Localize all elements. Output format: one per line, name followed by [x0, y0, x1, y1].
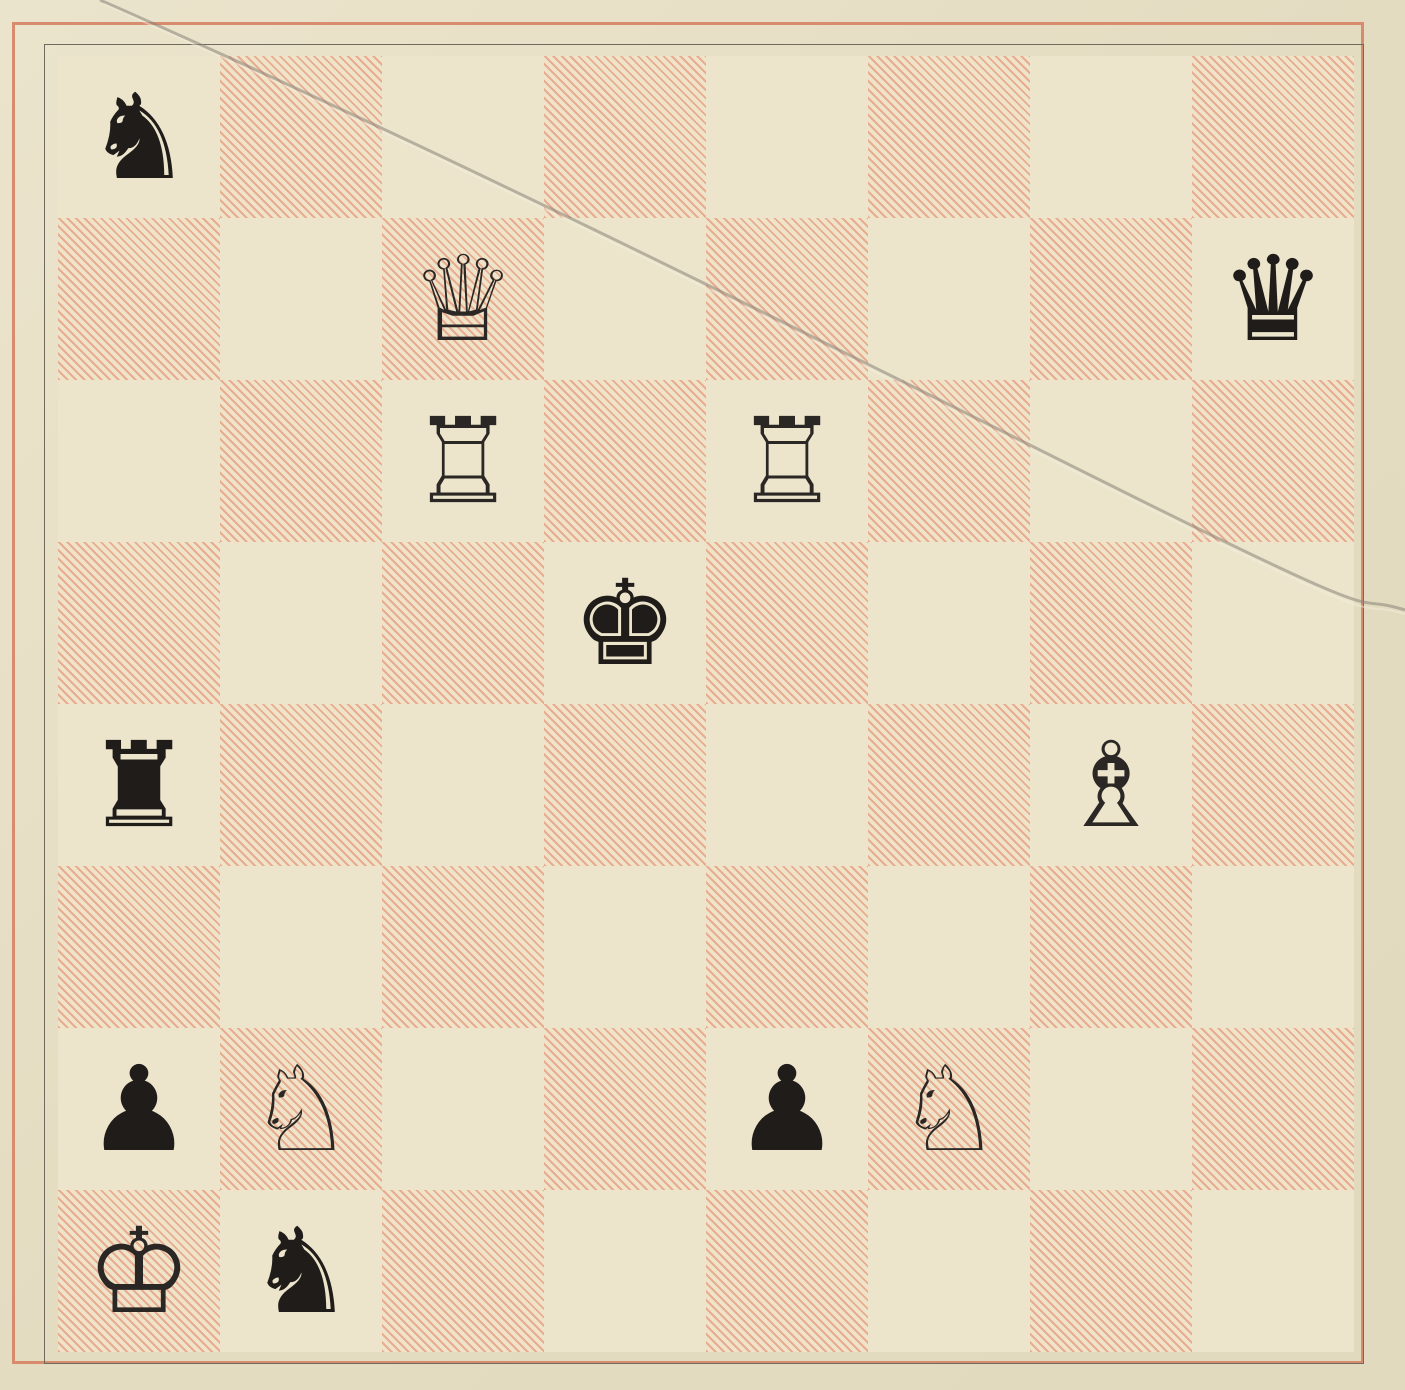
- square-h6[interactable]: [1192, 380, 1354, 542]
- square-g2[interactable]: [1030, 1028, 1192, 1190]
- square-e5[interactable]: [706, 542, 868, 704]
- square-c8[interactable]: [382, 56, 544, 218]
- square-h2[interactable]: [1192, 1028, 1354, 1190]
- square-a4[interactable]: ♜: [58, 704, 220, 866]
- square-c6[interactable]: ♖: [382, 380, 544, 542]
- square-e3[interactable]: [706, 866, 868, 1028]
- square-g6[interactable]: [1030, 380, 1192, 542]
- black-rook-icon[interactable]: ♜: [86, 726, 192, 844]
- white-queen-icon[interactable]: ♕: [410, 240, 516, 358]
- square-d1[interactable]: [544, 1190, 706, 1352]
- square-d3[interactable]: [544, 866, 706, 1028]
- square-a6[interactable]: [58, 380, 220, 542]
- square-h5[interactable]: [1192, 542, 1354, 704]
- square-b6[interactable]: [220, 380, 382, 542]
- chess-board: ♞ ♕ ♛ ♖ ♖ ♚ ♜ ♗ ♟ ♘ ♟ ♘ ♔ ♞: [58, 56, 1354, 1352]
- square-a3[interactable]: [58, 866, 220, 1028]
- square-e2[interactable]: ♟: [706, 1028, 868, 1190]
- square-b5[interactable]: [220, 542, 382, 704]
- square-c7[interactable]: ♕: [382, 218, 544, 380]
- square-f8[interactable]: [868, 56, 1030, 218]
- square-h1[interactable]: [1192, 1190, 1354, 1352]
- square-e7[interactable]: [706, 218, 868, 380]
- square-g7[interactable]: [1030, 218, 1192, 380]
- black-pawn-icon[interactable]: ♟: [734, 1050, 840, 1168]
- square-f6[interactable]: [868, 380, 1030, 542]
- square-d4[interactable]: [544, 704, 706, 866]
- white-knight-icon[interactable]: ♘: [896, 1050, 1002, 1168]
- square-a1[interactable]: ♔: [58, 1190, 220, 1352]
- square-f3[interactable]: [868, 866, 1030, 1028]
- white-rook-icon[interactable]: ♖: [410, 402, 516, 520]
- square-g8[interactable]: [1030, 56, 1192, 218]
- square-f2[interactable]: ♘: [868, 1028, 1030, 1190]
- square-f7[interactable]: [868, 218, 1030, 380]
- square-g5[interactable]: [1030, 542, 1192, 704]
- black-queen-icon[interactable]: ♛: [1220, 240, 1326, 358]
- black-knight-icon[interactable]: ♞: [86, 78, 192, 196]
- square-b2[interactable]: ♘: [220, 1028, 382, 1190]
- white-knight-icon[interactable]: ♘: [248, 1050, 354, 1168]
- white-rook-icon[interactable]: ♖: [734, 402, 840, 520]
- black-pawn-icon[interactable]: ♟: [86, 1050, 192, 1168]
- square-c2[interactable]: [382, 1028, 544, 1190]
- square-f5[interactable]: [868, 542, 1030, 704]
- square-e6[interactable]: ♖: [706, 380, 868, 542]
- square-b8[interactable]: [220, 56, 382, 218]
- square-f1[interactable]: [868, 1190, 1030, 1352]
- square-d6[interactable]: [544, 380, 706, 542]
- square-d2[interactable]: [544, 1028, 706, 1190]
- square-b3[interactable]: [220, 866, 382, 1028]
- square-d8[interactable]: [544, 56, 706, 218]
- square-e8[interactable]: [706, 56, 868, 218]
- square-h3[interactable]: [1192, 866, 1354, 1028]
- square-g4[interactable]: ♗: [1030, 704, 1192, 866]
- square-g1[interactable]: [1030, 1190, 1192, 1352]
- square-c3[interactable]: [382, 866, 544, 1028]
- square-c5[interactable]: [382, 542, 544, 704]
- square-c4[interactable]: [382, 704, 544, 866]
- square-e1[interactable]: [706, 1190, 868, 1352]
- square-h7[interactable]: ♛: [1192, 218, 1354, 380]
- square-b1[interactable]: ♞: [220, 1190, 382, 1352]
- square-b4[interactable]: [220, 704, 382, 866]
- square-a7[interactable]: [58, 218, 220, 380]
- square-d7[interactable]: [544, 218, 706, 380]
- black-knight-icon[interactable]: ♞: [248, 1212, 354, 1330]
- square-h8[interactable]: [1192, 56, 1354, 218]
- square-g3[interactable]: [1030, 866, 1192, 1028]
- white-king-icon[interactable]: ♔: [86, 1212, 192, 1330]
- square-h4[interactable]: [1192, 704, 1354, 866]
- square-a2[interactable]: ♟: [58, 1028, 220, 1190]
- square-c1[interactable]: [382, 1190, 544, 1352]
- square-a5[interactable]: [58, 542, 220, 704]
- black-king-icon[interactable]: ♚: [572, 564, 678, 682]
- white-bishop-icon[interactable]: ♗: [1058, 726, 1164, 844]
- square-a8[interactable]: ♞: [58, 56, 220, 218]
- square-e4[interactable]: [706, 704, 868, 866]
- square-f4[interactable]: [868, 704, 1030, 866]
- square-b7[interactable]: [220, 218, 382, 380]
- square-d5[interactable]: ♚: [544, 542, 706, 704]
